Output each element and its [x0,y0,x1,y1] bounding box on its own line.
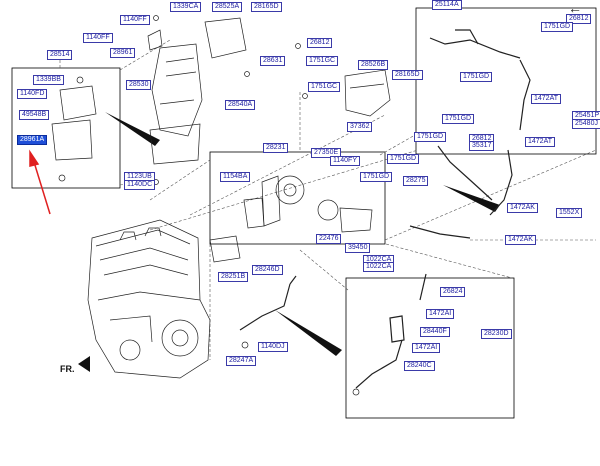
part-label-28165d[interactable]: 28165D [392,70,423,80]
part-label-28440f[interactable]: 28440F [420,327,450,337]
part-label-1472ak[interactable]: 1472AK [507,203,538,213]
part-label-1472ai[interactable]: 1472AI [412,343,441,353]
part-label-1140dc[interactable]: 1140DC [124,180,156,190]
part-label-28251b[interactable]: 28251B [218,272,249,282]
part-label-35317[interactable]: 35317 [469,141,495,151]
part-label-1339bb[interactable]: 1339BB [33,75,64,85]
part-label-26812[interactable]: 26812 [307,38,333,48]
part-label-1751gd[interactable]: 1751GD [442,114,475,124]
fr-direction-arrow [78,356,90,372]
part-label-1751gd[interactable]: 1751GD [541,22,574,32]
part-label-28231[interactable]: 28231 [263,143,289,153]
part-label-28230d[interactable]: 28230D [481,329,512,339]
part-label-26812[interactable]: 26812 [566,14,592,24]
part-label-1140dj[interactable]: 1140DJ [258,342,288,352]
part-label-28275[interactable]: 28275 [403,176,429,186]
part-label-1154ba[interactable]: 1154BA [220,172,251,182]
part-label-28961[interactable]: 28961 [110,48,136,58]
part-label-26824[interactable]: 26824 [440,287,466,297]
part-label-39450[interactable]: 39450 [345,243,371,253]
part-label-37362[interactable]: 37362 [347,122,373,132]
water-pipe-box [415,7,597,155]
turbo-box [209,151,386,245]
part-label-1140ff[interactable]: 1140FF [120,15,150,25]
part-label-1140fy[interactable]: 1140FY [330,156,360,166]
part-label-28240c[interactable]: 28240C [404,361,435,371]
part-label-1751gd[interactable]: 1751GD [387,154,420,164]
part-label-49548b[interactable]: 49548B [19,110,50,120]
part-label-28530[interactable]: 28530 [126,80,152,90]
left-bracket-box [11,67,121,189]
part-label-28525a[interactable]: 28525A [212,2,243,12]
part-label-1751gd[interactable]: 1751GD [460,72,493,82]
part-label-1472ak[interactable]: 1472AK [505,235,536,245]
part-label-1022ca[interactable]: 1022CA [363,262,395,272]
part-label-1472at[interactable]: 1472AT [525,137,555,147]
part-label-1339ca[interactable]: 1339CA [170,2,202,12]
part-label-1751gc[interactable]: 1751GC [306,56,339,66]
part-label-27350e[interactable]: 27350E [311,148,342,158]
part-label-25480j[interactable]: 25480J [572,119,600,129]
part-label-28246d[interactable]: 28246D [252,265,283,275]
part-label-1751gd[interactable]: 1751GD [414,132,447,142]
part-label-28514[interactable]: 28514 [47,50,73,60]
part-label-1472ai[interactable]: 1472AI [426,309,455,319]
part-label-22476[interactable]: 22476 [316,234,342,244]
part-label-1552x[interactable]: 1552X [556,208,583,218]
part-label-1472at[interactable]: 1472AT [531,94,561,104]
part-label-28247a[interactable]: 28247A [226,356,257,366]
part-label-28165d[interactable]: 28165D [251,2,282,12]
front-direction-label: FR. [60,364,75,374]
part-label-1751gc[interactable]: 1751GC [308,82,341,92]
part-label-28540a[interactable]: 28540A [225,100,256,110]
part-label-28961a[interactable]: 28961A [17,135,48,145]
back-arrow-icon[interactable]: ← [568,0,582,16]
part-label-28631[interactable]: 28631 [260,56,286,66]
part-label-1751gd[interactable]: 1751GD [360,172,393,182]
oil-return-box [345,277,515,419]
red-pointer-arrow [33,161,51,215]
part-label-1140fd[interactable]: 1140FD [17,89,48,99]
part-label-25114a[interactable]: 25114A [432,0,462,10]
part-label-1140ff[interactable]: 1140FF [83,33,113,43]
part-label-28526b[interactable]: 28526B [358,60,389,70]
